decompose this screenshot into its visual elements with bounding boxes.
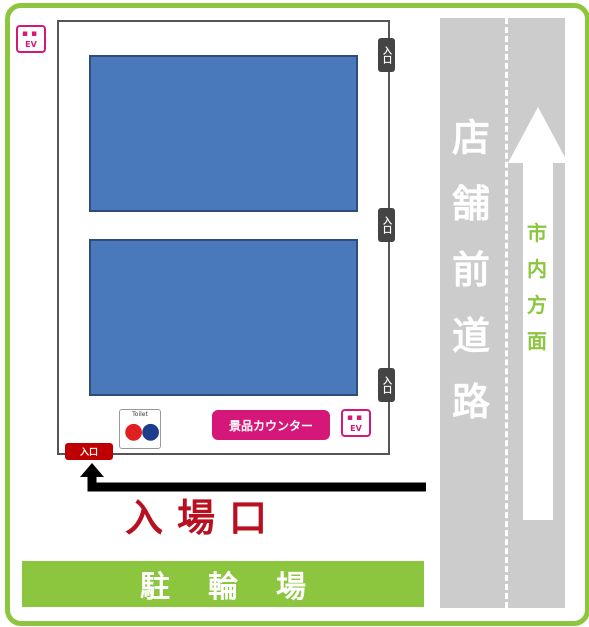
door-entrance-2: 入口 [378,208,395,242]
floor-area-upper [89,55,358,212]
female-figure-icon: ● [124,419,144,444]
bicycle-parking-label: 駐輪場 [22,561,424,607]
city-direction-label: 市内方面 [527,221,547,353]
ev-charger-icon: ▪▪EV [16,25,46,53]
ev-label: EV [350,424,362,433]
prize-counter: 景品カウンター [212,410,330,440]
door-entrance-1: 入口 [378,38,395,72]
arrow-icon [508,107,568,520]
toilet-label: Toilet [132,411,148,418]
road-name-label: 店舗前道路 [451,116,490,424]
floor-area-lower [89,239,358,396]
male-figure-icon: ● [141,419,161,444]
main-entry-tag: 入口 [65,443,113,460]
entrance-route-arrow [80,463,426,492]
ev-label: EV [25,40,37,49]
door-entrance-3: 入口 [378,368,395,402]
road-centerline [505,18,508,608]
toilet-icon: Toilet ● ● [119,409,161,449]
map-frame [5,3,589,626]
ev-charger-icon: ▪▪EV [341,409,371,437]
entrance-label: 入場口 [125,496,282,540]
